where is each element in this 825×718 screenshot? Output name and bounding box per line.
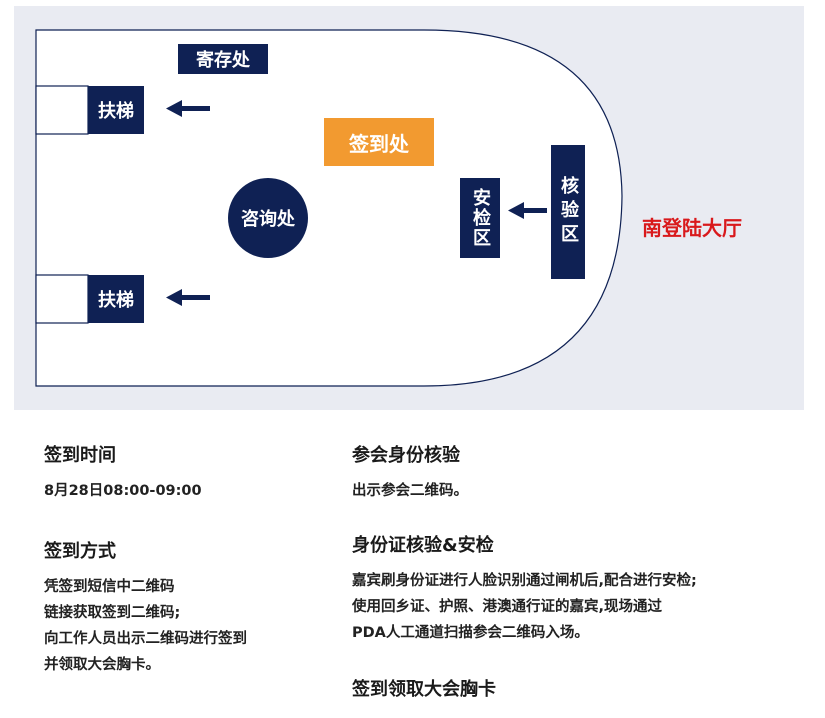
identity-verify-line: 出示参会二维码。	[352, 483, 468, 499]
arrow-left-icon	[166, 289, 210, 306]
floor-plan-panel: 寄存处 扶梯 扶梯 签到处 咨询处 安检区 核验区	[14, 6, 804, 410]
escalator-well-top	[35, 85, 89, 135]
storage-label: 寄存处	[178, 44, 268, 74]
escalator-bottom-label: 扶梯	[88, 275, 144, 323]
arrow-left-icon	[508, 202, 547, 219]
identity-verify-title: 参会身份核验	[352, 445, 460, 466]
verification-area-label: 核验区	[551, 145, 585, 279]
arrow-left-icon	[166, 100, 210, 117]
id-line: 使用回乡证、护照、港澳通行证的嘉宾,现场通过	[352, 599, 663, 615]
checkin-time-section: 签到时间 8月28日08:00-09:00	[44, 444, 202, 504]
checkin-method-section: 签到方式 凭签到短信中二维码 链接获取签到二维码; 向工作人员出示二维码进行签到…	[44, 540, 247, 678]
floor-plan-drawing	[35, 29, 623, 387]
checkin-time-title: 签到时间	[44, 445, 116, 466]
south-hall-label: 南登陆大厅	[642, 216, 742, 240]
checkin-method-title: 签到方式	[44, 541, 116, 562]
id-line: 嘉宾刷身份证进行人脸识别通过闸机后,配合进行安检;	[352, 573, 697, 589]
id-security-title: 身份证核验&安检	[352, 535, 494, 556]
identity-verify-section: 参会身份核验 出示参会二维码。	[352, 444, 468, 504]
badge-section: 签到领取大会胸卡	[352, 678, 496, 712]
method-line: 向工作人员出示二维码进行签到	[44, 631, 247, 647]
info-desk-circle: 咨询处	[228, 178, 308, 258]
id-security-section: 身份证核验&安检 嘉宾刷身份证进行人脸识别通过闸机后,配合进行安检; 使用回乡证…	[352, 534, 697, 646]
security-area-label: 安检区	[460, 178, 500, 258]
escalator-top-label: 扶梯	[88, 86, 144, 134]
method-line: 凭签到短信中二维码	[44, 579, 175, 595]
method-line: 链接获取签到二维码;	[44, 605, 181, 621]
method-line: 并领取大会胸卡。	[44, 657, 160, 673]
checkin-time-value: 8月28日08:00-09:00	[44, 483, 202, 499]
id-line: PDA人工通道扫描参会二维码入场。	[352, 625, 589, 641]
escalator-well-bottom	[35, 274, 89, 324]
checkin-desk-label: 签到处	[324, 118, 434, 166]
badge-title: 签到领取大会胸卡	[352, 679, 496, 700]
